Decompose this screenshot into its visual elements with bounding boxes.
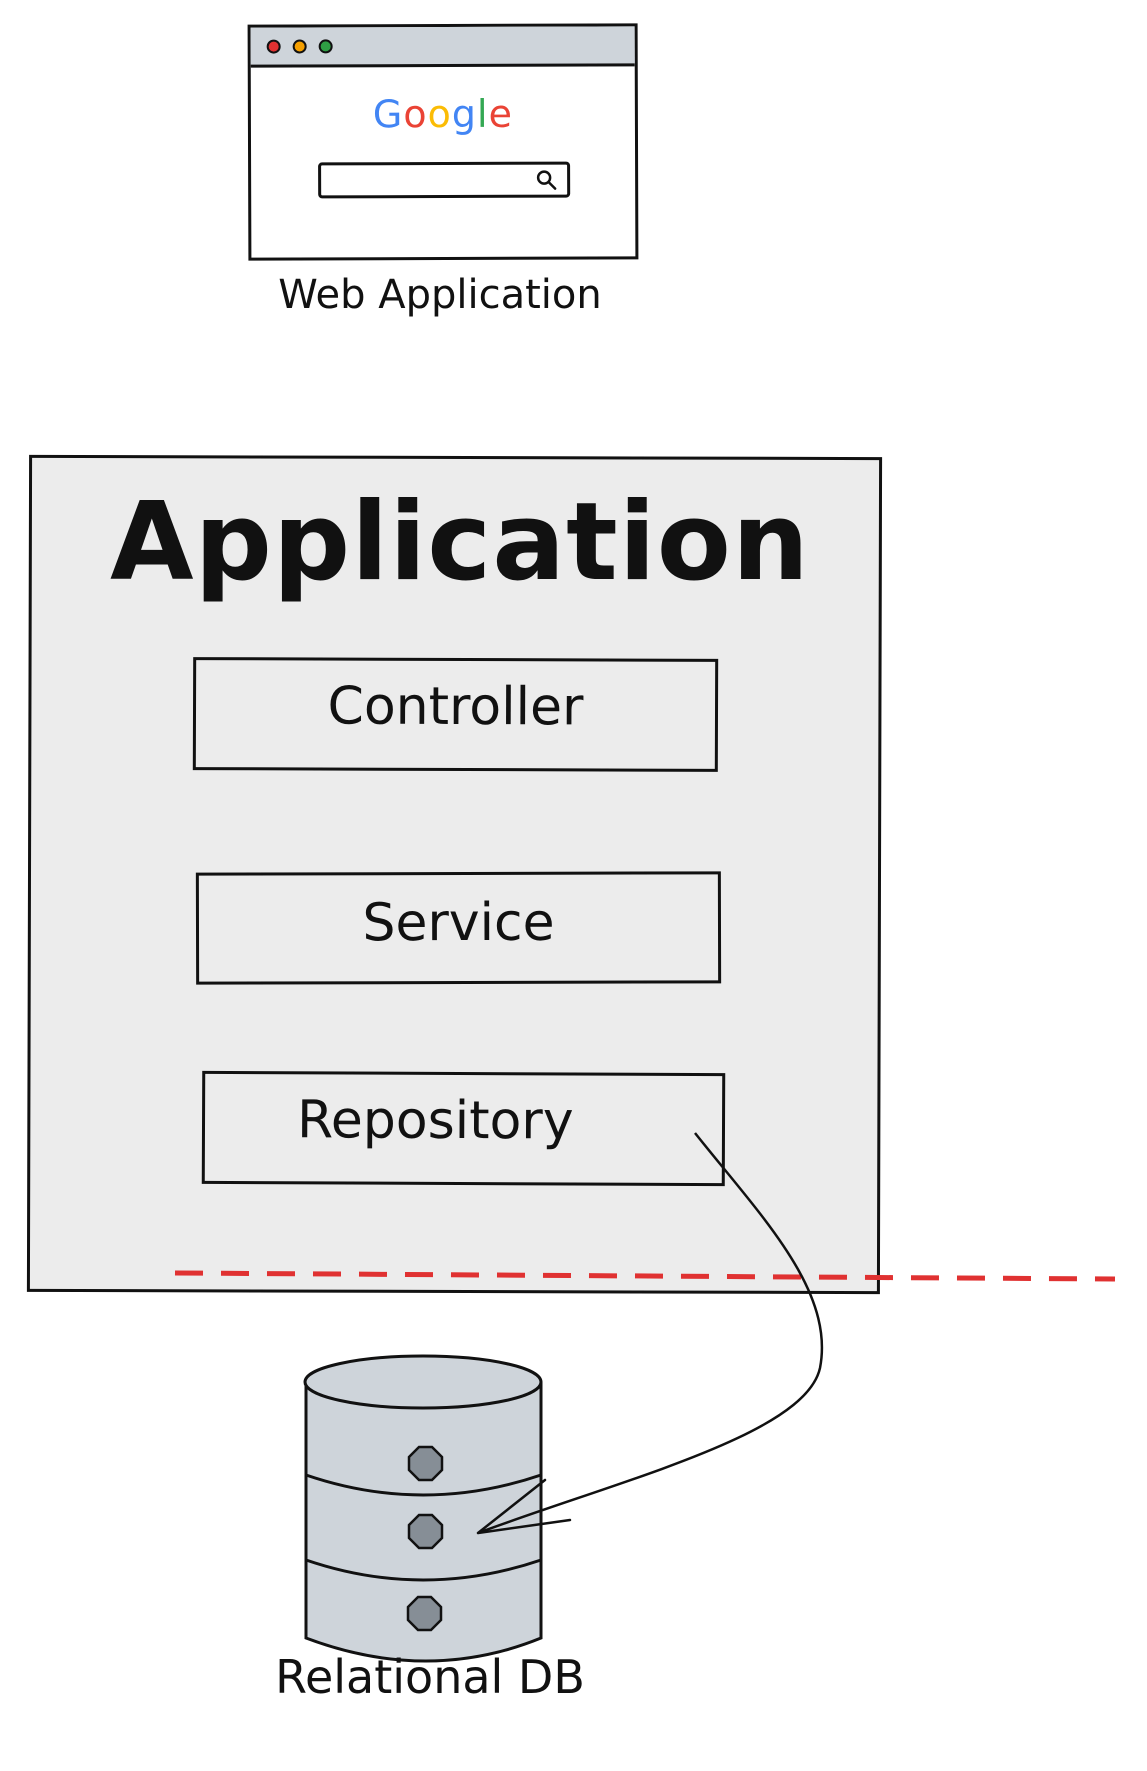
browser-window: Google — [247, 23, 639, 261]
logo-letter: o — [427, 91, 452, 137]
service-layer: Service — [195, 871, 722, 985]
relational-db-label: Relational DB — [275, 1650, 585, 1704]
database-knob-icon — [406, 1595, 443, 1632]
maximize-dot-icon — [318, 39, 333, 54]
database-top — [303, 1354, 543, 1410]
search-input[interactable] — [318, 161, 571, 199]
arrow-head — [476, 1478, 572, 1535]
database-knob-icon — [407, 1513, 444, 1550]
database-separator — [305, 1558, 542, 1582]
browser-title-bar — [250, 26, 635, 68]
logo-letter: l — [476, 91, 489, 136]
database-separator — [305, 1473, 542, 1497]
database-knob-icon — [407, 1445, 444, 1482]
logo-letter: G — [372, 92, 404, 137]
minimize-dot-icon — [292, 39, 307, 54]
database-body — [304, 1381, 543, 1663]
search-icon[interactable] — [535, 169, 557, 191]
close-dot-icon — [266, 39, 281, 54]
database-icon — [303, 1354, 543, 1663]
controller-layer: Controller — [192, 657, 719, 772]
repository-layer: Repository — [201, 1070, 726, 1187]
web-application-label: Web Application — [278, 272, 602, 318]
logo-letter: o — [403, 92, 428, 137]
logo-letter: e — [488, 91, 513, 136]
application-title: Application — [110, 480, 810, 605]
logo-letter: g — [451, 91, 478, 136]
google-logo: Google — [251, 91, 635, 136]
